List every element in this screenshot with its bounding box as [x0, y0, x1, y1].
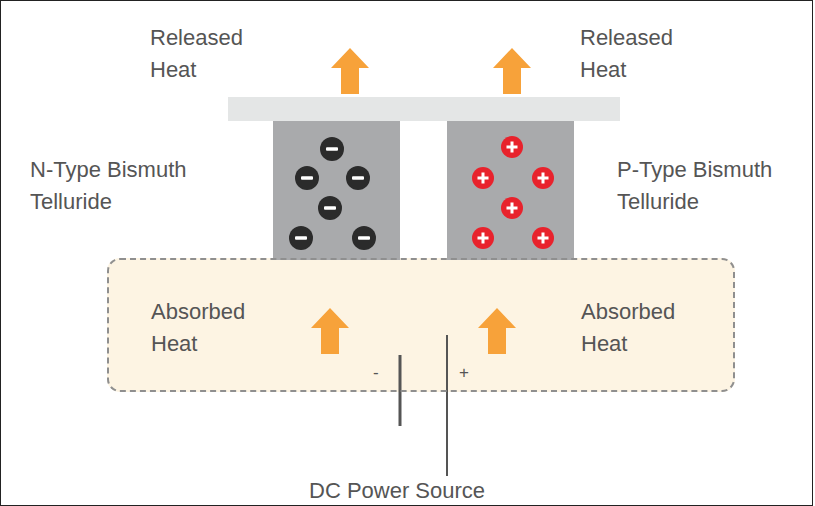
- electron: [318, 196, 342, 220]
- hole: [532, 167, 554, 189]
- electron: [320, 137, 344, 161]
- hole: [501, 197, 523, 219]
- hole: [532, 227, 554, 249]
- heat-arrow: [493, 48, 531, 94]
- hole: [472, 167, 494, 189]
- electron: [346, 166, 370, 190]
- polarity-sign: -: [373, 361, 393, 386]
- n-type-leg: [273, 121, 400, 260]
- region-label: Absorbed Heat: [581, 296, 693, 360]
- hole: [501, 136, 523, 158]
- heat-arrow: [331, 48, 369, 94]
- heat-label: Released Heat: [150, 22, 262, 86]
- material-label: N-Type Bismuth Telluride: [30, 154, 220, 218]
- heat-label: Released Heat: [580, 22, 692, 86]
- battery-positive-plate: [446, 335, 448, 476]
- material-label: P-Type Bismuth Telluride: [617, 154, 811, 218]
- p-type-leg: [447, 121, 574, 260]
- polarity-sign: +: [459, 361, 479, 386]
- charge-carriers: [289, 136, 554, 250]
- heat-arrows: [311, 48, 531, 354]
- heat-plate: [228, 97, 620, 121]
- electron: [289, 226, 313, 250]
- region-label: Absorbed Heat: [151, 296, 263, 360]
- hole: [472, 227, 494, 249]
- cold-side-region: Absorbed Heat Absorbed Heat: [107, 258, 735, 392]
- source-label: DC Power Source: [309, 475, 569, 506]
- cold-side-ground: [107, 258, 735, 392]
- electron: [295, 166, 319, 190]
- heat-arrow: [311, 308, 349, 354]
- heat-arrow: [478, 308, 516, 354]
- electron: [352, 226, 376, 250]
